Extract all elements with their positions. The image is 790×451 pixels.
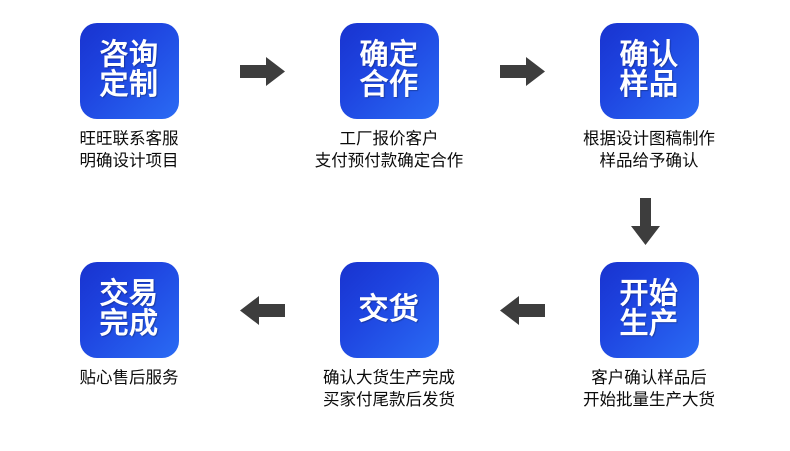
caption-line-2: 明确设计项目 [79, 151, 179, 170]
step-badge[interactable]: 交易 完成 [79, 262, 179, 358]
process-step-confirm-sample[interactable]: 确认 样品 根据设计图稿制作 样品给予确认 [554, 23, 744, 173]
step-badge[interactable]: 确定 合作 [339, 23, 439, 119]
step-caption: 旺旺联系客服 明确设计项目 [80, 129, 179, 173]
step-badge[interactable]: 交货 [339, 262, 439, 358]
badge-line-2: 完成 [99, 308, 159, 340]
badge-line-1: 交货 [358, 292, 420, 326]
badge-line-2: 合作 [359, 69, 419, 101]
arrow-left-icon [240, 295, 286, 326]
caption-line-2: 开始批量生产大货 [583, 390, 715, 409]
step-caption: 贴心售后服务 [80, 368, 179, 390]
arrow-right-icon [240, 56, 286, 87]
arrow-down-icon [630, 198, 661, 246]
caption-line-1: 客户确认样品后 [591, 369, 707, 387]
step-caption: 客户确认样品后 开始批量生产大货 [583, 368, 715, 412]
step-badge[interactable]: 确认 样品 [599, 23, 699, 119]
step-caption: 确认大货生产完成 买家付尾款后发货 [323, 368, 455, 412]
caption-line-1: 贴心售后服务 [79, 369, 179, 387]
step-caption: 根据设计图稿制作 样品给予确认 [583, 129, 715, 173]
step-badge[interactable]: 咨询 定制 [79, 23, 179, 119]
caption-line-1: 根据设计图稿制作 [583, 130, 715, 148]
badge-line-2: 样品 [619, 69, 679, 101]
badge-line-1: 开始 [619, 278, 679, 311]
caption-line-1: 旺旺联系客服 [79, 130, 179, 148]
badge-line-1: 交易 [99, 278, 159, 311]
badge-line-1: 咨询 [99, 39, 159, 72]
caption-line-2: 买家付尾款后发货 [323, 390, 455, 409]
process-step-start-production[interactable]: 开始 生产 客户确认样品后 开始批量生产大货 [554, 262, 744, 412]
step-badge[interactable]: 开始 生产 [599, 262, 699, 358]
arrow-left-icon [500, 295, 546, 326]
process-step-consultation[interactable]: 咨询 定制 旺旺联系客服 明确设计项目 [34, 23, 224, 173]
process-step-transaction-complete[interactable]: 交易 完成 贴心售后服务 [34, 262, 224, 390]
process-step-confirm-cooperation[interactable]: 确定 合作 工厂报价客户 支付预付款确定合作 [294, 23, 484, 173]
caption-line-1: 确认大货生产完成 [323, 369, 455, 387]
process-step-delivery[interactable]: 交货 确认大货生产完成 买家付尾款后发货 [294, 262, 484, 412]
badge-line-2: 生产 [619, 308, 679, 340]
arrow-right-icon [500, 56, 546, 87]
step-caption: 工厂报价客户 支付预付款确定合作 [315, 129, 464, 173]
caption-line-1: 工厂报价客户 [339, 130, 439, 148]
badge-line-1: 确认 [619, 39, 679, 72]
badge-line-1: 确定 [359, 39, 419, 72]
caption-line-2: 样品给予确认 [599, 151, 699, 170]
caption-line-2: 支付预付款确定合作 [314, 151, 464, 170]
badge-line-2: 定制 [99, 69, 159, 101]
